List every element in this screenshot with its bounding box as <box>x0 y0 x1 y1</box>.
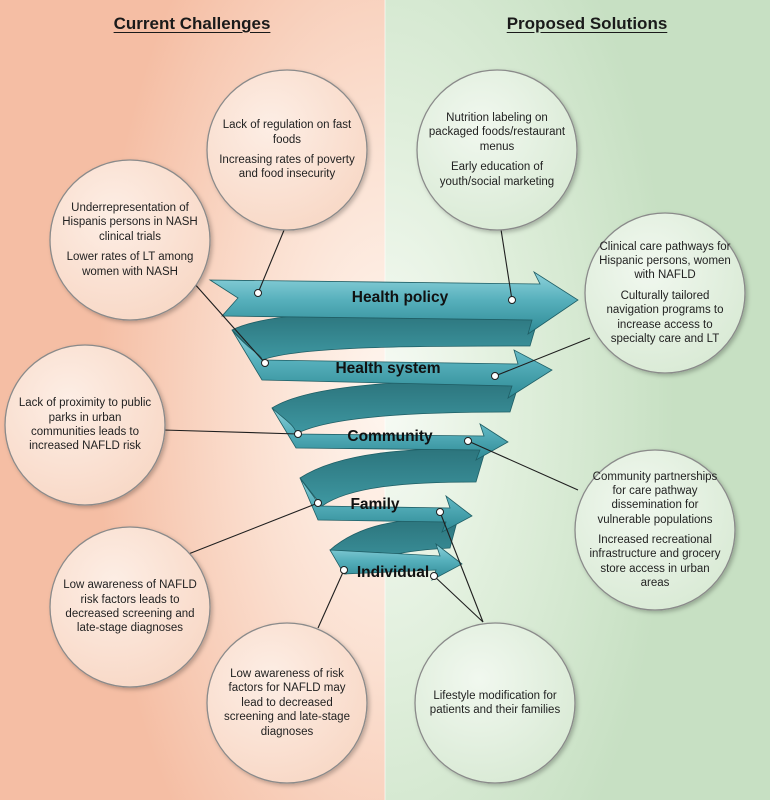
challenge-5-line-1: Low awareness of risk factors for NAFLD … <box>224 668 350 738</box>
solution-text-4: Lifestyle modification for patients and … <box>425 635 565 771</box>
challenge-4-line-1: Low awareness of NAFLD risk factors lead… <box>63 579 197 635</box>
challenge-text-1: Lack of regulation on fast foods Increas… <box>217 80 357 220</box>
level-label-community: Community <box>347 428 433 445</box>
proposed-solutions-heading: Proposed Solutions <box>506 14 668 33</box>
challenge-1-line-2: Increasing rates of poverty and food ins… <box>219 154 355 181</box>
leader-lines <box>162 222 591 629</box>
solution-2-line-2: Culturally tailored navigation programs … <box>606 289 724 345</box>
leader-dots <box>254 289 516 580</box>
solution-bubble-4 <box>414 622 576 784</box>
challenge-bubbles <box>4 69 368 784</box>
level-label-health-system: Health system <box>335 360 441 377</box>
solution-text-2: Clinical care pathways for Hispanic pers… <box>597 223 733 363</box>
challenge-bubble-5 <box>206 622 368 784</box>
challenge-text-2: Underrepresentation of Hispanis persons … <box>60 170 200 310</box>
solution-text-3: Community partnerships for care pathway … <box>585 460 725 600</box>
challenge-text-4: Low awareness of NAFLD risk factors lead… <box>62 539 198 675</box>
solution-bubble-3 <box>574 449 736 611</box>
challenge-text-3: Lack of proximity to public parks in urb… <box>17 357 153 493</box>
challenge-1-line-1: Lack of regulation on fast foods <box>222 119 352 146</box>
solution-3-line-2: Increased recreational infrastructure an… <box>589 534 721 590</box>
level-label-family: Family <box>350 496 400 513</box>
level-label-individual: Individual <box>356 564 430 581</box>
solution-3-line-1: Community partnerships for care pathway … <box>592 470 718 526</box>
solution-text-1: Nutrition labeling on packaged foods/res… <box>427 80 567 220</box>
challenge-2-line-1: Underrepresentation of Hispanis persons … <box>62 202 198 243</box>
solution-4-line-1: Lifestyle modification for patients and … <box>429 689 561 716</box>
solution-1-line-2: Early education of youth/social marketin… <box>439 161 555 188</box>
challenge-bubble-3 <box>4 344 166 506</box>
challenge-bubble-2 <box>49 159 211 321</box>
challenge-text-5: Low awareness of risk factors for NAFLD … <box>219 635 355 771</box>
challenge-bubble-1 <box>206 69 368 231</box>
solution-2-line-1: Clinical care pathways for Hispanic pers… <box>599 240 731 282</box>
level-label-health-policy: Health policy <box>351 289 449 306</box>
challenge-bubble-4 <box>49 526 211 688</box>
challenge-3-line-1: Lack of proximity to public parks in urb… <box>18 397 152 453</box>
solution-1-line-1: Nutrition labeling on packaged foods/res… <box>428 112 566 153</box>
band-individual <box>329 542 463 581</box>
challenge-2-line-2: Lower rates of LT among women with NASH <box>66 251 194 278</box>
ribbon-front-bands <box>208 270 579 581</box>
current-challenges-heading: Current Challenges <box>113 14 271 33</box>
solution-bubble-2 <box>584 212 746 374</box>
band-health-policy <box>208 270 579 335</box>
solution-bubble-1 <box>416 69 578 231</box>
solution-bubbles <box>414 69 746 784</box>
